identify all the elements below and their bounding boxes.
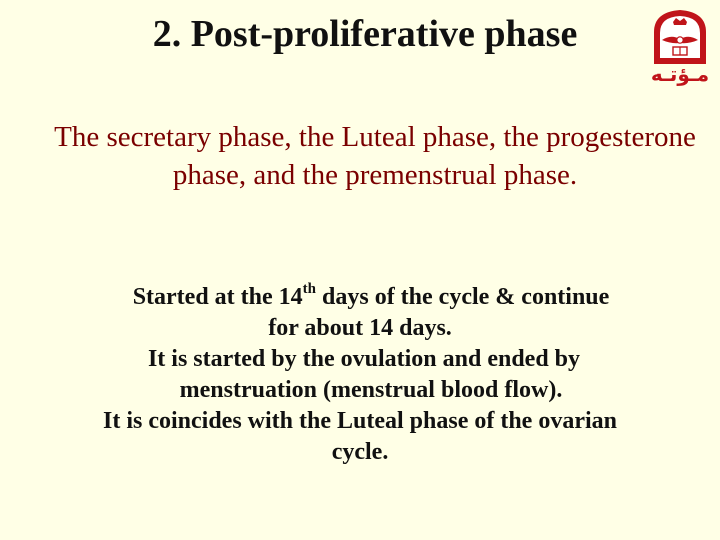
ordinal-superscript: th (302, 281, 316, 297)
body-text: Started at the 14th days of the cycle & … (0, 282, 720, 468)
body-line1-start: Started at the 14 (132, 284, 303, 310)
body-line: It is started by the ovulation and ended… (147, 346, 581, 372)
slide-title: 2. Post-proliferative phase (152, 13, 578, 55)
body-line1-end: days of the cycle & continue (316, 284, 610, 310)
logo-script-text: مـؤتـه (650, 62, 710, 86)
subtitle: The secretary phase, the Luteal phase, t… (54, 121, 696, 191)
university-seal-icon (654, 10, 706, 64)
body-line: cycle. (331, 439, 389, 465)
body-line: for about 14 days. (268, 315, 452, 341)
body-line: Started at the 14th days of the cycle & … (0, 282, 720, 313)
body-line: It is coincides with the Luteal phase of… (102, 408, 617, 434)
body-line: menstruation (menstrual blood flow). (179, 377, 563, 403)
